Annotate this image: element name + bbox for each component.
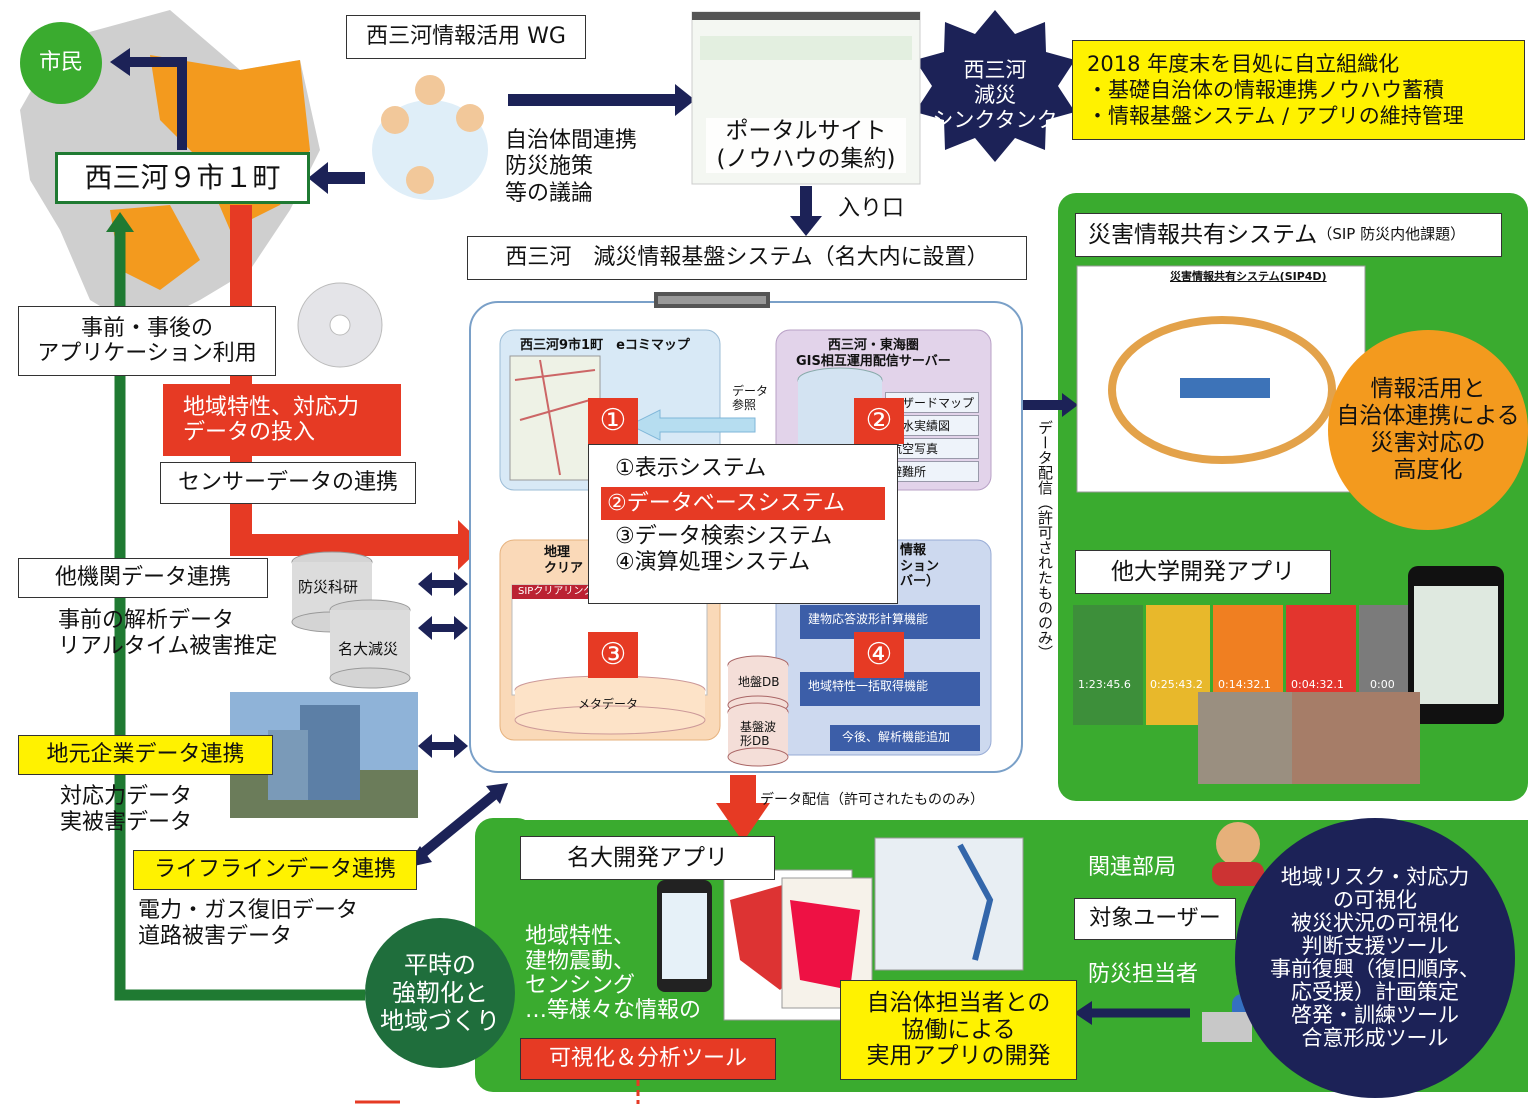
- num-badge-3: ③: [588, 632, 638, 678]
- num-badge-4: ④: [854, 632, 904, 678]
- sip-title: 災害情報共有システム: [1088, 221, 1318, 248]
- timer-1: 1:23:45.6: [1078, 678, 1131, 691]
- entrance-label: 入り口: [838, 196, 905, 221]
- sensor-box: センサーデータの連携: [160, 462, 416, 504]
- plan-box: 2018 年度末を目処に自立組織化 ・基礎自治体の情報連携ノウハウ蓄積 ・情報基…: [1072, 40, 1525, 140]
- features-text: 地域特性、 建物震動、 センシング …等様々な情報の: [525, 924, 702, 1023]
- db-bousai-label: 防災科研: [298, 578, 359, 596]
- kanren-label: 関連部局: [1088, 855, 1177, 880]
- collab-box: 自治体担当者との 協働による 実用アプリの開発: [840, 980, 1077, 1080]
- plan-text: 2018 年度末を目処に自立組織化 ・基礎自治体の情報連携ノウハウ蓄積 ・情報基…: [1087, 51, 1464, 129]
- wg-desc: 自治体間連携 防災施策 等の議論: [505, 128, 638, 206]
- gis-layer: 航空写真: [885, 438, 980, 459]
- calc-head: 情報 ション バー）: [900, 543, 940, 590]
- lifeline-desc: 電力・ガス復旧データ 道路被害データ: [138, 898, 359, 950]
- shimin-circle: 市民: [20, 22, 102, 104]
- viz-box: 可視化＆分析ツール: [520, 1038, 776, 1080]
- orange-circle: 情報活用と 自治体連携による 災害対応の 高度化: [1328, 330, 1528, 530]
- db-wave-label: 基盤波 形DB: [740, 720, 777, 749]
- thinktank-label: 西三河 減災 シンクタンク: [932, 58, 1058, 133]
- gis-label: 西三河・東海圏 GIS相互運用配信サーバー: [796, 338, 951, 369]
- target-box: 対象ユーザー: [1074, 898, 1236, 940]
- sip-title-box: 災害情報共有システム （SIP 防災内他課題）: [1075, 213, 1502, 257]
- local-biz-desc: 対応力データ 実被害データ: [60, 784, 193, 836]
- double-arrows: [418, 572, 468, 758]
- gis-layer: ハザードマップ: [885, 392, 980, 413]
- timer-5: 0:00: [1370, 678, 1395, 691]
- region-map-lower: [110, 205, 200, 290]
- gis-layer: 避難所: [885, 461, 980, 482]
- clearing-label: 地理 クリア: [544, 545, 584, 576]
- app-use-box: 事前・事後の アプリケーション利用: [18, 306, 276, 376]
- calc-item-1: 建物応答波形計算機能: [808, 612, 929, 626]
- lifeline-box: ライフラインデータ連携: [133, 850, 417, 890]
- thinktank-star: [915, 10, 1075, 162]
- heiji-circle: 平時の 強靭化と 地域づくり: [365, 918, 515, 1068]
- bousai-label: 防災担当者: [1088, 962, 1199, 987]
- portal-label: ポータルサイト (ノウハウの集約): [706, 118, 906, 174]
- legend-item-3: ③データ検索システム: [615, 523, 833, 549]
- timer-2: 0:25:43.2: [1150, 678, 1203, 691]
- num-badge-2: ②: [854, 398, 904, 444]
- legend-item-4: ④演算処理システム: [615, 549, 811, 575]
- calc-item-2: 地域特性一括取得機能: [808, 679, 929, 693]
- system-title: 西三河 減災情報基盤システム（名大内に設置）: [467, 236, 1027, 280]
- gis-layer: 浸水実績図: [885, 415, 980, 436]
- meidai-app-box: 名大開発アプリ: [520, 836, 775, 880]
- wg-title: 西三河情報活用 WG: [346, 15, 586, 59]
- regional-data-box: 地域特性、対応力 データの投入: [163, 384, 401, 456]
- deliver-horizontal: データ配信（許可されたもののみ）: [760, 792, 984, 808]
- system-legend: ①表示システム ②データベースシステム ③データ検索システム ④演算処理システム: [588, 444, 898, 604]
- clearing-ui-label: SIPクリアリング: [518, 586, 594, 597]
- legend-item-1: ①表示システム: [615, 456, 767, 481]
- city-box: 西三河９市１町: [55, 152, 310, 204]
- emap-label: 西三河9市1町 eコミマップ: [520, 338, 690, 353]
- navy-circle: 地域リスク・対応力 の可視化 被災状況の可視化 判断支援ツール 事前復興（復旧順…: [1235, 818, 1515, 1098]
- deliver-vertical: データ配信（許可されたもののみ）: [1036, 420, 1054, 660]
- data-ref-label: データ 参照: [732, 384, 769, 413]
- timer-4: 0:04:32.1: [1291, 678, 1344, 691]
- db-meidai-label: 名大減災: [338, 640, 399, 658]
- timer-3: 0:14:32.1: [1218, 678, 1271, 691]
- other-univ-box: 他大学開発アプリ: [1075, 550, 1331, 594]
- sip-figure-title: 災害情報共有システム(SIP4D): [1170, 270, 1327, 283]
- db-ground-label: 地盤DB: [738, 675, 780, 689]
- other-org-box: 他機関データ連携: [18, 558, 268, 598]
- calc-item-3: 今後、解析機能追加: [842, 730, 951, 744]
- meta-label: メタデータ: [578, 697, 639, 711]
- other-org-desc: 事前の解析データ リアルタイム被害推定: [58, 608, 278, 660]
- num-badge-1: ①: [588, 398, 638, 444]
- legend-item-2: ②データベースシステム: [601, 486, 885, 520]
- local-biz-box: 地元企業データ連携: [18, 735, 273, 775]
- sip-sub: （SIP 防災内他課題）: [1317, 225, 1466, 244]
